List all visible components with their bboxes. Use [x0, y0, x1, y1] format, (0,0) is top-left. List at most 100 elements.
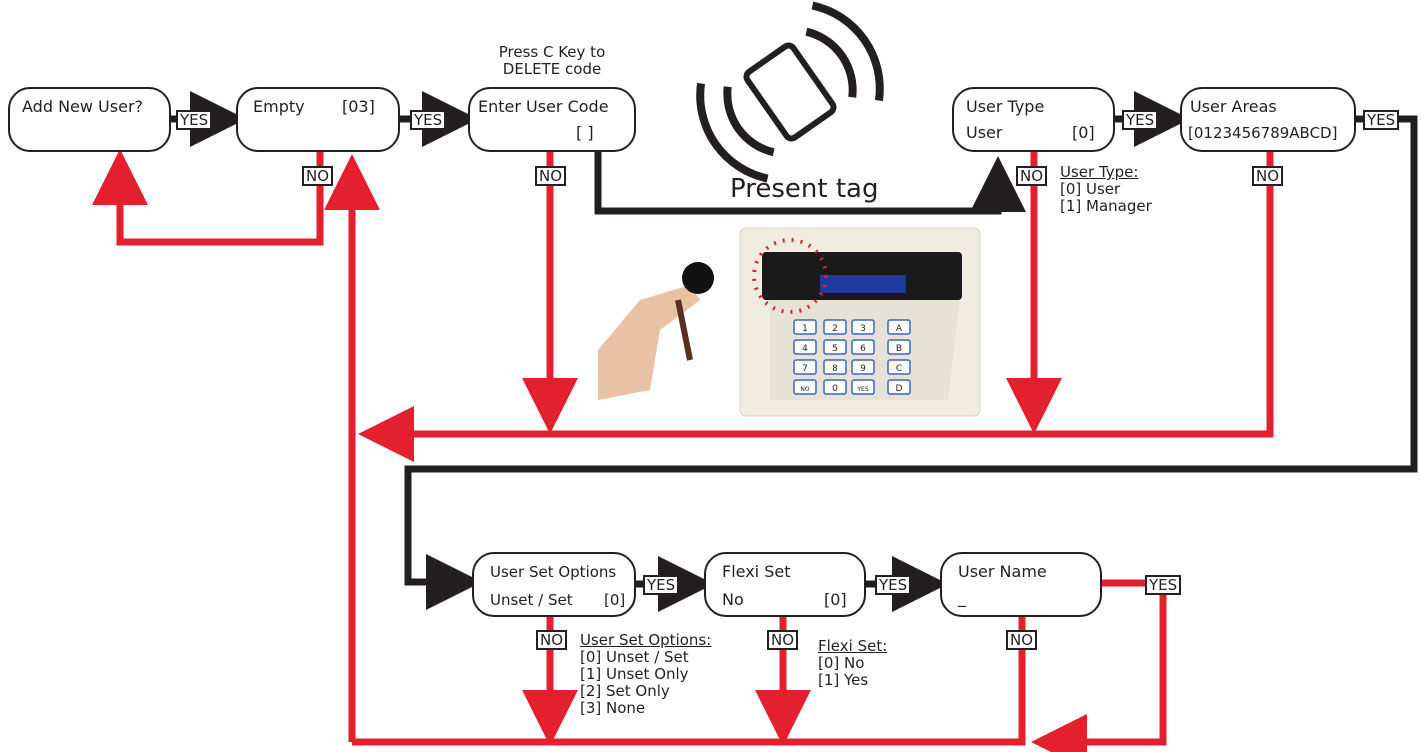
node-user-name: User Name _ — [940, 552, 1102, 617]
keypad-key-label: 1 — [802, 324, 808, 334]
tag-path — [594, 150, 1026, 215]
keypad-key-label: A — [896, 324, 903, 334]
user-areas-label: User Areas — [1190, 97, 1277, 116]
keypad-key — [851, 359, 875, 375]
present-tag-caption: Present tag — [730, 174, 879, 204]
keypad-key — [793, 379, 817, 395]
yes-tag: YES — [643, 575, 680, 595]
keypad-key-label: 2 — [832, 324, 838, 334]
keypad-key — [823, 359, 847, 375]
note-item: [0] Unset / Set — [580, 648, 689, 666]
keypad-key-label: 4 — [802, 344, 808, 354]
no-path-userareas — [358, 152, 1274, 462]
enter-user-code-label: Enter User Code — [478, 97, 609, 116]
keypad-key — [823, 339, 847, 355]
keypad-key — [887, 359, 911, 375]
keypad-key — [793, 319, 817, 335]
note-item: [0] User — [1060, 180, 1121, 198]
enter-user-code-field: [ ] — [576, 123, 594, 142]
no-tag: NO — [1016, 166, 1048, 186]
user-areas-value: [0123456789ABCD] — [1188, 124, 1338, 142]
user-set-options-value: [0] — [604, 591, 626, 609]
keypad-key — [793, 359, 817, 375]
keypad-key-label: 9 — [860, 364, 866, 374]
user-name-field: _ — [958, 588, 966, 607]
yes-tag: YES — [1363, 110, 1400, 130]
keypad-key — [851, 379, 875, 395]
yes-tag: YES — [176, 110, 213, 130]
no-tag: NO — [1252, 166, 1284, 186]
note-item: [1] Unset Only — [580, 665, 689, 683]
keypad-key — [851, 319, 875, 335]
note-title: User Type: — [1060, 163, 1139, 181]
node-user-set-options: User Set Options Unset / Set [0] — [472, 552, 636, 617]
no-tag: NO — [536, 630, 568, 650]
note-item: [2] Set Only — [580, 682, 670, 700]
keypad-key — [851, 339, 875, 355]
flexi-set-label: Flexi Set — [722, 562, 791, 581]
delete-code-hint: Press C Key to DELETE code — [484, 44, 620, 78]
note-item: [1] Yes — [818, 671, 869, 689]
delete-hint-line2: DELETE code — [502, 60, 602, 78]
note-title: Flexi Set: — [818, 637, 888, 655]
user-type-value: [0] — [1072, 123, 1095, 142]
user-type-value-text: User — [966, 123, 1003, 142]
keypad-key — [887, 319, 911, 335]
user-type-options-note: User Type: [0] User [1] Manager — [1060, 164, 1152, 215]
keypad-key — [887, 339, 911, 355]
keypad-key — [887, 379, 911, 395]
note-title: User Set Options: — [580, 631, 712, 649]
empty-value: [03] — [342, 97, 375, 116]
no-tag: NO — [1006, 630, 1038, 650]
user-type-label: User Type — [966, 97, 1045, 116]
add-new-user-label: Add New User? — [22, 97, 144, 116]
rfid-tag-icon — [696, 1, 884, 183]
flexi-set-value: [0] — [824, 590, 847, 609]
keypad-photo — [598, 227, 981, 417]
keypad-key — [823, 319, 847, 335]
note-item: [3] None — [580, 699, 646, 717]
yes-tag: YES — [1122, 110, 1159, 130]
no-tag: NO — [767, 630, 799, 650]
node-user-areas: User Areas [0123456789ABCD] — [1180, 87, 1356, 152]
user-name-label: User Name — [958, 562, 1047, 581]
node-empty: Empty [03] — [236, 87, 400, 152]
keypad-key-label: 8 — [832, 364, 838, 374]
yes-tag: YES — [875, 575, 912, 595]
keypad-key — [823, 379, 847, 395]
no-path-username — [352, 617, 1026, 746]
keypad-key-label: B — [896, 344, 902, 354]
keypad-key-label: NO — [800, 386, 809, 393]
yes-tag: YES — [410, 110, 447, 130]
node-enter-user-code: Enter User Code [ ] — [468, 87, 636, 152]
keypad-key-label: 3 — [860, 324, 866, 334]
user-set-options-note: User Set Options: [0] Unset / Set [1] Un… — [580, 632, 711, 717]
keypad-key-label: 6 — [860, 344, 866, 354]
keypad-key-label: D — [896, 384, 903, 394]
user-set-options-label: User Set Options — [490, 563, 617, 581]
yes-link-areas-to-setopt — [404, 115, 1418, 610]
delete-hint-line1: Press C Key to — [498, 43, 606, 61]
node-flexi-set: Flexi Set No [0] — [704, 552, 866, 617]
yes-tag: YES — [1145, 575, 1182, 595]
no-tag: NO — [535, 166, 567, 186]
keypad-key-label: 7 — [802, 364, 808, 374]
no-path-empty — [92, 149, 324, 246]
flexi-set-text: No — [722, 590, 744, 609]
node-add-new-user: Add New User? — [8, 87, 171, 152]
keypad-key-label: 5 — [832, 344, 838, 354]
flexi-set-options-note: Flexi Set: [0] No [1] Yes — [818, 638, 887, 689]
keypad-key-label: C — [896, 364, 902, 374]
keypad-keys: 1 2 3 A 4 5 6 B 7 8 9 C NO 0 YES D — [793, 319, 911, 395]
note-item: [0] No — [818, 654, 865, 672]
keypad-key-label: YES — [856, 386, 868, 393]
yes-path-username — [1031, 579, 1167, 752]
no-tag: NO — [302, 166, 334, 186]
keypad-key-label: 0 — [832, 384, 838, 394]
keypad-key — [793, 339, 817, 355]
note-item: [1] Manager — [1060, 197, 1152, 215]
empty-label: Empty — [253, 97, 305, 116]
user-set-options-text: Unset / Set — [490, 591, 573, 609]
